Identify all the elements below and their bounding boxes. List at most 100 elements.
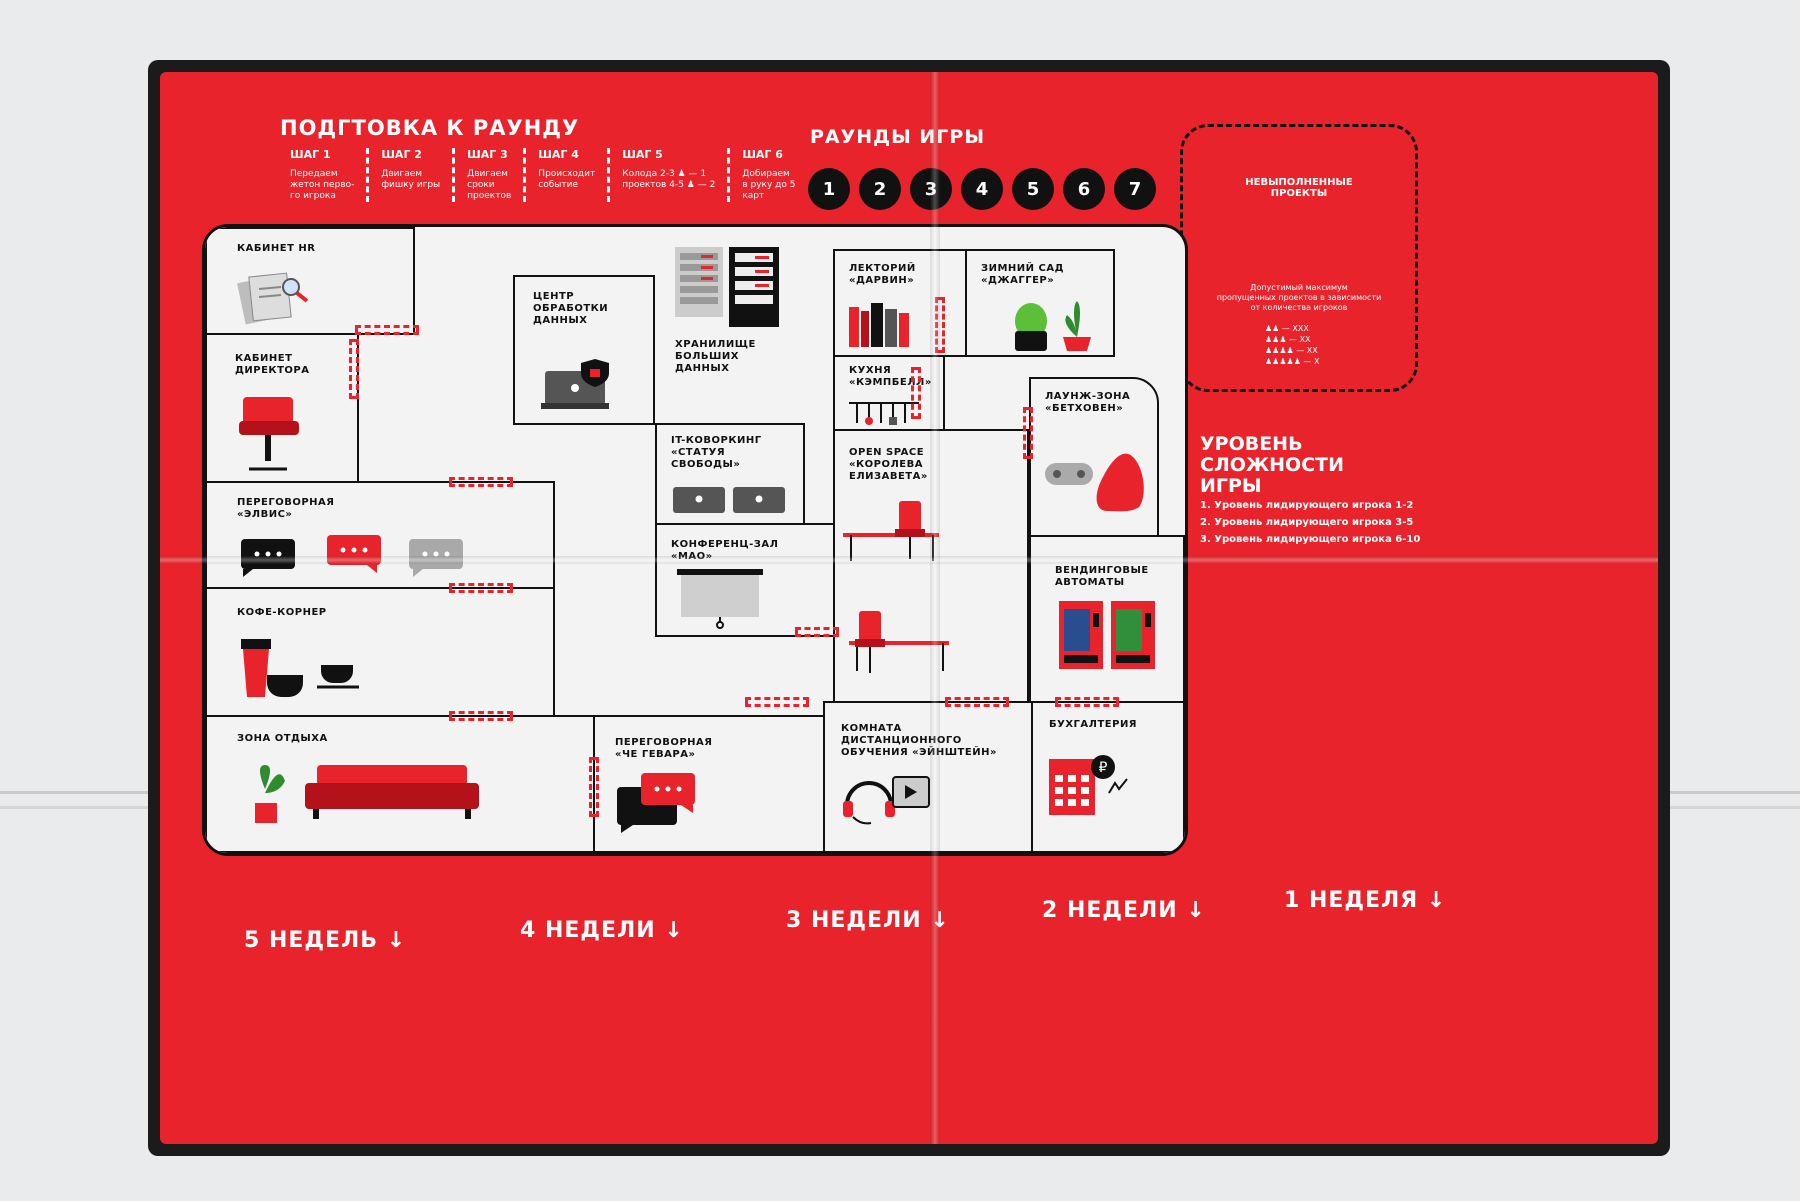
limit-row: ♟♟♟ — XX [1265,335,1311,344]
room-label: ВЕНДИНГОВЫЕ АВТОМАТЫ [1055,565,1149,588]
difficulty-item: 2. Уровень лидирующего игрока 3-5 [1200,517,1414,528]
storage-area[interactable]: ХРАНИЛИЩЕ БОЛЬШИХ ДАННЫХ [655,247,805,407]
door [349,339,359,399]
room-label: КАБИНЕТ HR [237,243,316,254]
projector-screen-icon [677,569,763,629]
step-heading: ШАГ 3 [467,148,508,161]
door [911,367,921,419]
door [355,325,419,335]
gamepad-beanbag-icon [1045,453,1144,512]
week-marker-1: 1 НЕДЕЛЯ ↓ [1284,888,1447,913]
projects-title: НЕВЫПОЛНЕННЫЕ ПРОЕКТЫ [1245,177,1353,199]
door [795,627,839,637]
projects-max-note: Допустимый максимум пропущенных проектов… [1216,283,1382,312]
round-space-1[interactable]: 1 [808,168,850,210]
prep-title: ПОДГТОВКА К РАУНДУ [280,116,580,140]
server-rack-icon [675,247,779,327]
room-darwin-lecture[interactable]: ЛЕКТОРИЙ «ДАРВИН» [833,249,967,357]
round-space-5[interactable]: 5 [1012,168,1054,210]
board-fold [930,72,940,1144]
chat-bubble-icon [241,535,463,577]
utensils-icon [849,402,919,425]
round-space-2[interactable]: 2 [859,168,901,210]
difficulty-title: УРОВЕНЬ СЛОЖНОСТИ ИГРЫ [1200,433,1344,497]
room-mao-conference[interactable]: КОНФЕРЕНЦ-ЗАЛ «МАО» [655,523,837,637]
room-label: ЗОНА ОТДЫХА [237,733,328,744]
documents-icon [237,272,309,325]
room-che-guevara[interactable]: ПЕРЕГОВОРНАЯ «ЧЕ ГЕВАРА» [593,715,825,853]
books-icon [849,303,909,347]
room-label: КОФЕ-КОРНЕР [237,607,327,618]
round-space-4[interactable]: 4 [961,168,1003,210]
room-vending[interactable]: ВЕНДИНГОВЫЕ АВТОМАТЫ [1029,535,1185,703]
round-space-7[interactable]: 7 [1114,168,1156,210]
vending-machine-icon [1059,601,1155,669]
door [1023,407,1033,459]
step-text: Двигаем сроки проектов [467,169,512,201]
door [449,711,513,721]
step-heading: ШАГ 4 [538,148,579,161]
room-beethoven-lounge[interactable]: ЛАУНЖ-ЗОНА «БЕТХОВЕН» [1029,377,1159,537]
room-label: КОНФЕРЕНЦ-ЗАЛ «МАО» [671,539,779,562]
room-coffee-corner[interactable]: КОФЕ-КОРНЕР [205,587,555,717]
rounds-title: РАУНДЫ ИГРЫ [810,126,986,148]
room-rest-zone[interactable]: ЗОНА ОТДЫХА [205,715,595,853]
door [935,297,945,353]
door [449,583,513,593]
step-6: ШАГ 6 Добираем в руку до 5 карт [730,148,807,202]
limit-row: ♟♟♟♟♟ — X [1265,357,1320,366]
step-text: Двигаем фишку игры [381,169,441,190]
difficulty-item: 3. Уровень лидирующего игрока 6-10 [1200,534,1421,545]
step-heading: ШАГ 5 [622,148,663,161]
step-heading: ШАГ 2 [381,148,422,161]
step-4: ШАГ 4 Происходит событие [526,148,611,202]
projects-limits: ♟♟ — XXX ♟♟♟ — XX ♟♟♟♟ — XX ♟♟♟♟♟ — X [1265,323,1319,367]
laptop-lock-icon [541,359,609,409]
room-label: ЗИМНИЙ САД «ДЖАГГЕР» [981,263,1064,286]
room-jagger-garden[interactable]: ЗИМНИЙ САД «ДЖАГГЕР» [965,249,1115,357]
room-label: КАБИНЕТ ДИРЕКТОРА [235,353,310,376]
room-einstein-distance[interactable]: КОМНАТА ДИСТАНЦИОННОГО ОБУЧЕНИЯ «ЭЙНШТЕЙ… [823,701,1033,853]
step-heading: ШАГ 6 [742,148,783,161]
room-label: КОМНАТА ДИСТАНЦИОННОГО ОБУЧЕНИЯ «ЭЙНШТЕЙ… [841,723,997,758]
room-label: ЦЕНТР ОБРАБОТКИ ДАННЫХ [533,291,609,326]
room-label: ПЕРЕГОВОРНАЯ «ЭЛВИС» [237,497,335,520]
week-marker-3: 3 НЕДЕЛИ ↓ [786,908,950,933]
headset-video-icon [843,776,930,825]
room-label: ЛАУНЖ-ЗОНА «БЕТХОВЕН» [1045,391,1131,414]
room-it-coworking[interactable]: IT-КОВОРКИНГ «СТАТУЯ СВОБОДЫ» [655,423,805,525]
door [745,697,809,707]
round-space-3[interactable]: 3 [910,168,952,210]
step-2: ШАГ 2 Двигаем фишку игры [369,148,456,202]
room-label: IT-КОВОРКИНГ «СТАТУЯ СВОБОДЫ» [671,435,762,470]
calculator-ruble-icon: ₽ [1049,755,1128,815]
limit-row: ♟♟♟♟ — XX [1265,346,1318,355]
laptops-icon [673,487,785,513]
room-director[interactable]: КАБИНЕТ ДИРЕКТОРА [205,333,359,483]
room-open-space[interactable]: OPEN SPACE «КОРОЛЕВА ЕЛИЗАВЕТА» [833,429,1029,703]
unfinished-projects-slot[interactable]: НЕВЫПОЛНЕННЫЕ ПРОЕКТЫ Допустимый максиму… [1180,124,1418,392]
door [1055,697,1119,707]
coffee-cup-icon [241,639,359,697]
svg-text:₽: ₽ [1099,760,1108,776]
step-text: Добираем в руку до 5 карт [742,169,796,201]
week-marker-2: 2 НЕДЕЛИ ↓ [1042,898,1206,923]
office-map: КАБИНЕТ HR КАБИНЕТ ДИРЕКТОРА ПЕРЕГОВОРНА… [202,224,1188,856]
room-hr[interactable]: КАБИНЕТ HR [205,227,415,335]
room-accounting[interactable]: БУХГАЛТЕРИЯ ₽ [1031,701,1185,853]
door [449,477,513,487]
chat-bubble-icon [617,773,695,833]
room-label: БУХГАЛТЕРИЯ [1049,719,1138,730]
round-space-6[interactable]: 6 [1063,168,1105,210]
room-label: ХРАНИЛИЩЕ БОЛЬШИХ ДАННЫХ [675,339,756,374]
step-text: Происходит событие [538,169,596,190]
week-marker-5: 5 НЕДЕЛЬ ↓ [244,928,407,953]
board-fold [160,556,1658,564]
room-campbell-kitchen[interactable]: КУХНЯ «КЭМПБЕЛЛ» [833,355,945,431]
door [589,757,599,817]
room-elvis[interactable]: ПЕРЕГОВОРНАЯ «ЭЛВИС» [205,481,555,589]
desk-chair-icon [843,501,949,673]
room-data-center[interactable]: ЦЕНТР ОБРАБОТКИ ДАННЫХ [513,275,655,425]
